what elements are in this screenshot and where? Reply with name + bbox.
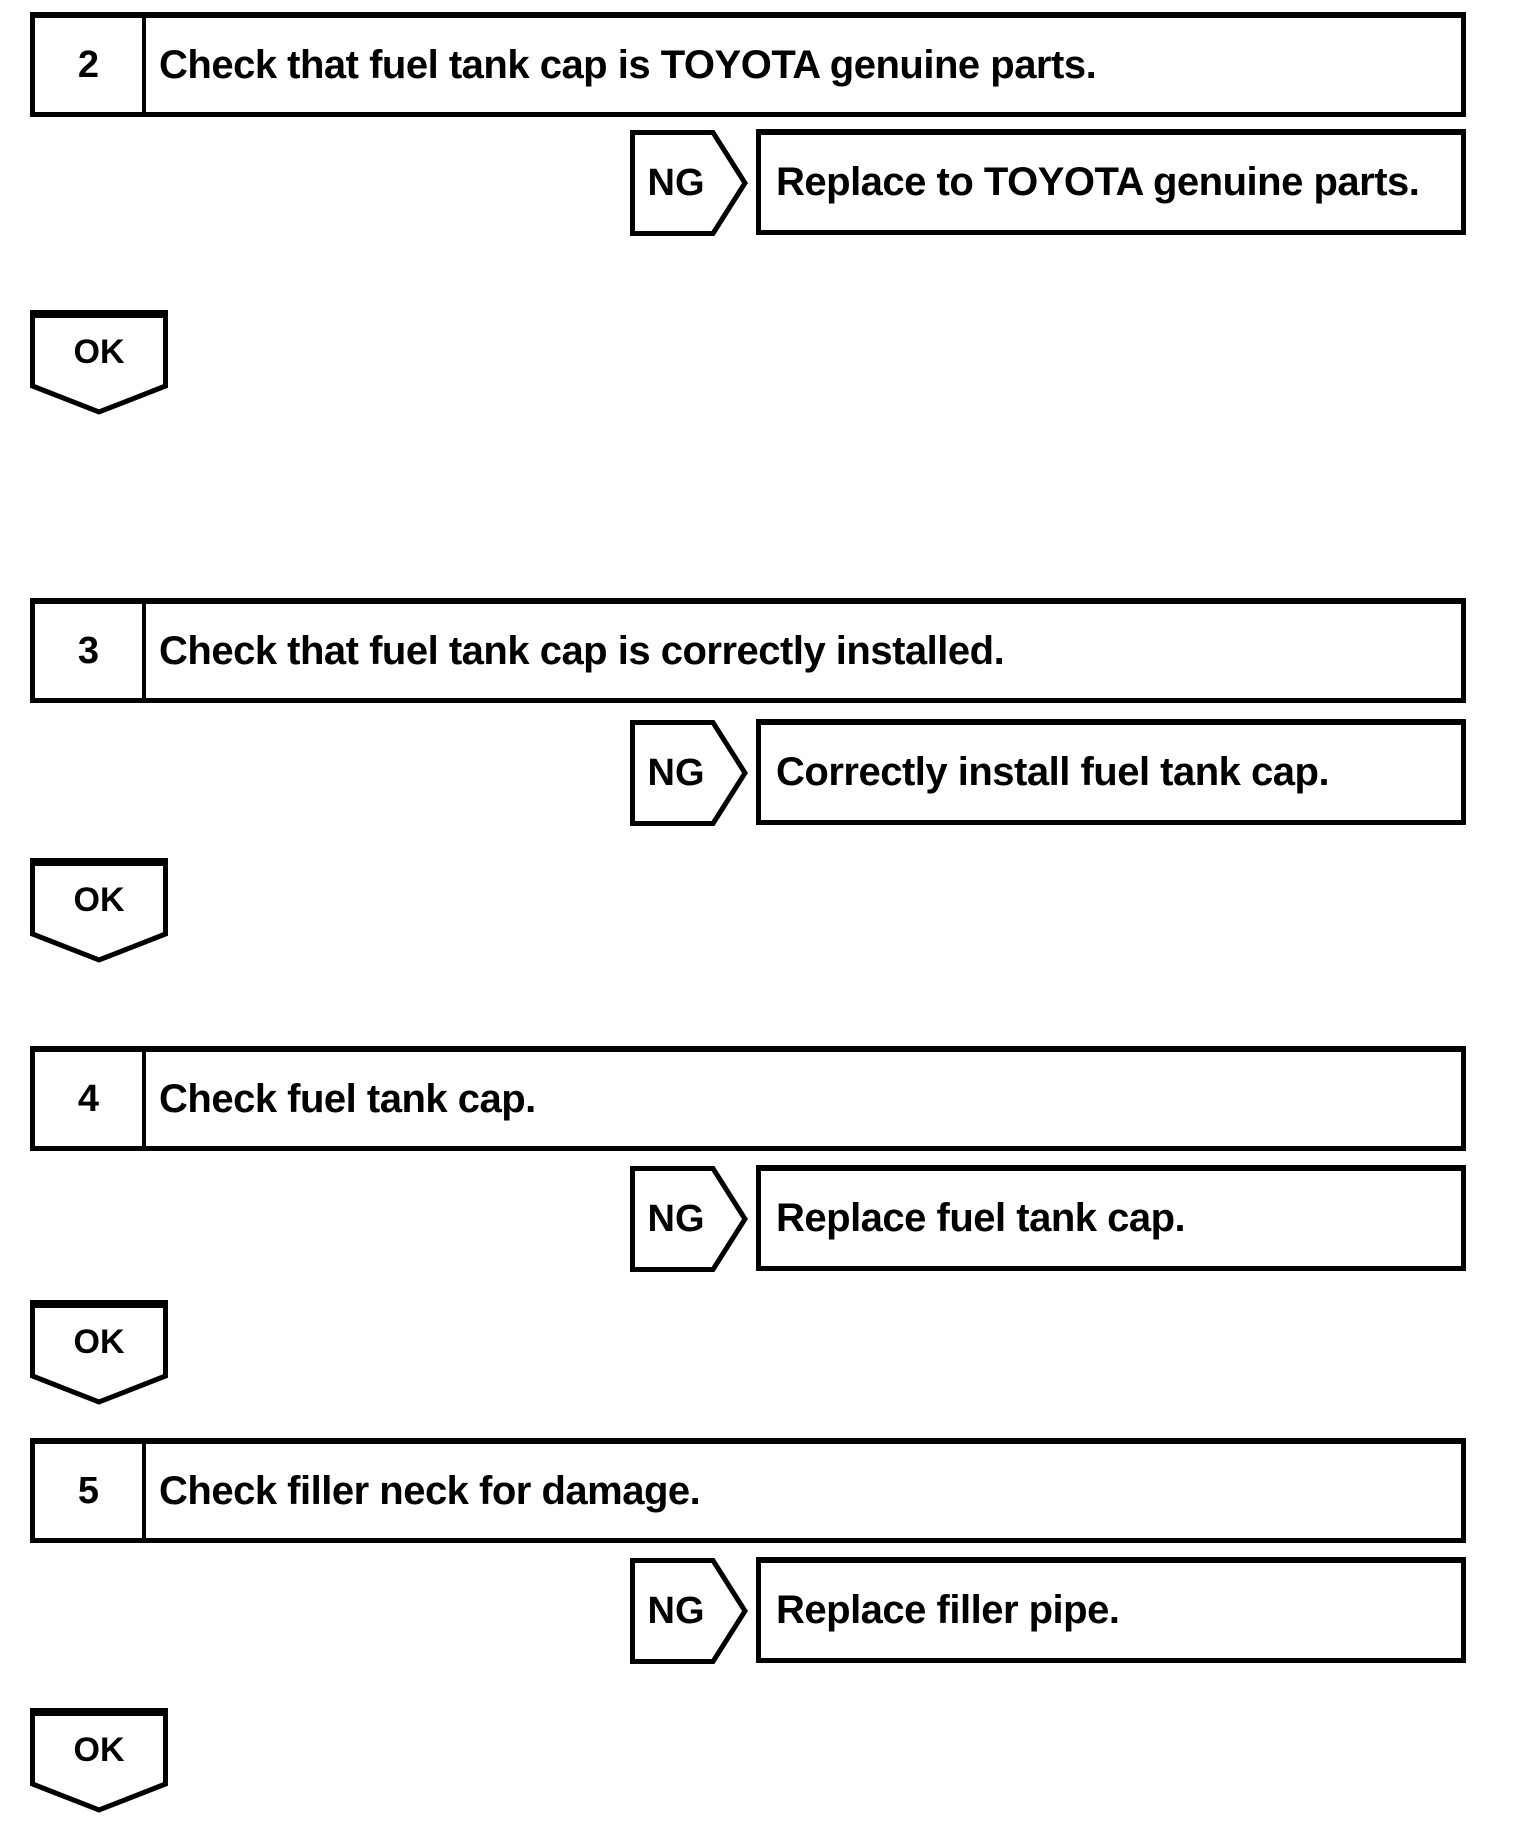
ng-action-text: Replace filler pipe. (776, 1588, 1120, 1632)
ng-pentagon-icon (630, 130, 748, 236)
step-question-box: 5 Check filler neck for damage. (30, 1438, 1466, 1543)
ng-action-text: Correctly install fuel tank cap. (776, 750, 1330, 794)
step-question-text: Check that fuel tank cap is TOYOTA genui… (159, 42, 1097, 87)
ok-pentagon-icon (30, 858, 168, 963)
ok-label: OK (73, 880, 125, 919)
step-number: 3 (35, 604, 146, 698)
step-number: 2 (35, 18, 146, 112)
step-question-box: 3 Check that fuel tank cap is correctly … (30, 598, 1466, 703)
ok-pentagon-icon (30, 1300, 168, 1405)
ok-pentagon-icon (30, 310, 168, 415)
ng-label: NG (647, 1197, 705, 1240)
step-number: 5 (35, 1444, 146, 1538)
ng-action-text: Replace fuel tank cap. (776, 1196, 1186, 1240)
ng-label: NG (647, 1589, 705, 1632)
ok-arrow-shape: OK (30, 310, 168, 415)
ok-label: OK (73, 1730, 125, 1769)
step-number: 4 (35, 1052, 146, 1146)
ok-pentagon-icon (30, 1708, 168, 1813)
ng-arrow-shape: NG (630, 1558, 748, 1664)
ng-action-box: Replace filler pipe. (756, 1557, 1466, 1663)
ng-action-box: Replace to TOYOTA genuine parts. (756, 129, 1466, 235)
ok-arrow-shape: OK (30, 1708, 168, 1813)
ng-arrow-shape: NG (630, 130, 748, 236)
step-question-text: Check fuel tank cap. (159, 1076, 536, 1121)
ng-pentagon-icon (630, 1166, 748, 1272)
ng-action-box: Correctly install fuel tank cap. (756, 719, 1466, 825)
ng-label: NG (647, 751, 705, 794)
step-question-text: Check filler neck for damage. (159, 1468, 701, 1513)
step-question-text: Check that fuel tank cap is correctly in… (159, 628, 1005, 673)
ng-pentagon-icon (630, 720, 748, 826)
ng-action-text: Replace to TOYOTA genuine parts. (776, 160, 1420, 204)
ok-label: OK (73, 1322, 125, 1361)
ng-action-box: Replace fuel tank cap. (756, 1165, 1466, 1271)
ng-arrow-shape: NG (630, 1166, 748, 1272)
step-question-box: 2 Check that fuel tank cap is TOYOTA gen… (30, 12, 1466, 117)
ng-pentagon-icon (630, 1558, 748, 1664)
ok-arrow-shape: OK (30, 858, 168, 963)
step-question-box: 4 Check fuel tank cap. (30, 1046, 1466, 1151)
ok-label: OK (73, 332, 125, 371)
ok-arrow-shape: OK (30, 1300, 168, 1405)
ng-arrow-shape: NG (630, 720, 748, 826)
ng-label: NG (647, 161, 705, 204)
